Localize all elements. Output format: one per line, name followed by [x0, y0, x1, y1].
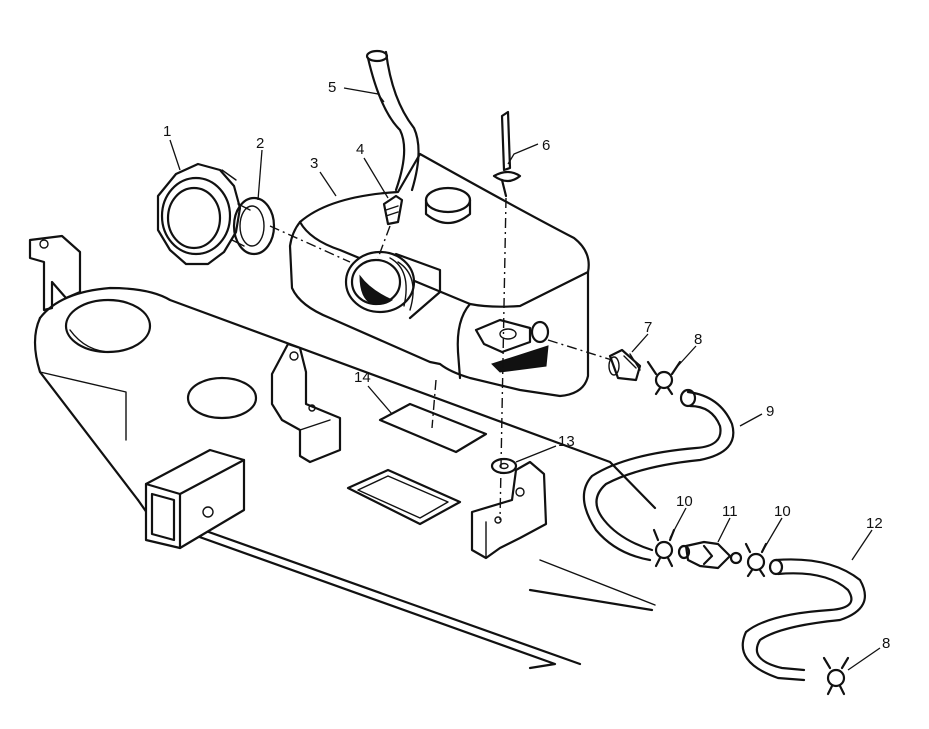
callout-7: 7	[644, 319, 652, 336]
hose-clamp-lower	[822, 656, 850, 696]
callout-1: 1	[163, 123, 171, 140]
callout-10-right: 10	[774, 503, 791, 520]
sensor-rod	[492, 110, 522, 521]
callout-11: 11	[722, 503, 738, 520]
cap-gasket	[232, 196, 351, 263]
vent-fitting	[377, 194, 404, 259]
hose-clamp-upper	[646, 360, 682, 396]
callout-6: 6	[542, 137, 550, 154]
callout-12: 12	[866, 515, 883, 532]
callout-13: 13	[558, 433, 575, 450]
vent-hose	[365, 49, 420, 192]
fuel-hose-short	[741, 558, 866, 682]
callout-labels: 1 2 3 4 5 6 7 8 9 10 11 10 12 8 13 14	[163, 79, 890, 652]
fuel-cap	[156, 162, 251, 266]
callout-9: 9	[766, 403, 774, 420]
callout-2: 2	[256, 135, 264, 152]
fuel-hose-main	[582, 388, 735, 562]
tank-pad	[378, 379, 488, 454]
hose-clamp-right	[744, 542, 768, 578]
grommet-washer	[490, 457, 518, 475]
chassis-frame	[28, 234, 657, 670]
callout-8-lower: 8	[882, 635, 890, 652]
callout-10-left: 10	[676, 493, 693, 510]
tank-bracket-right	[470, 460, 548, 560]
callout-4: 4	[356, 141, 364, 158]
callout-3: 3	[310, 155, 318, 172]
tank-bracket-left	[270, 342, 342, 464]
callout-5: 5	[328, 79, 336, 96]
fuel-filter	[677, 540, 743, 570]
callout-8-upper: 8	[694, 331, 702, 348]
outlet-fitting	[608, 348, 642, 382]
callout-14: 14	[354, 369, 371, 386]
leader-lines	[169, 87, 881, 671]
fuel-tank	[288, 152, 613, 398]
